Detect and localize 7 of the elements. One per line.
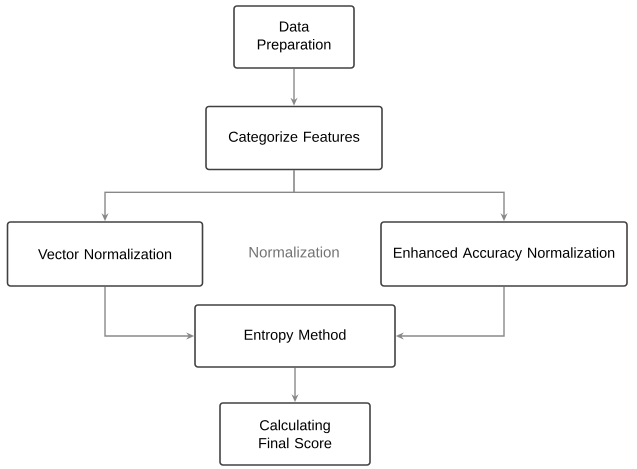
section-label: Normalization — [250, 246, 339, 258]
process-box: Calculating Final Score — [219, 402, 371, 466]
process-box: Data Preparation — [233, 5, 355, 69]
process-box: Vector Normalization — [6, 221, 204, 287]
process-box: Enhanced Accuracy Normalization — [380, 221, 628, 287]
process-box: Categorize Features — [205, 106, 383, 170]
process-box: Entropy Method — [194, 304, 396, 368]
